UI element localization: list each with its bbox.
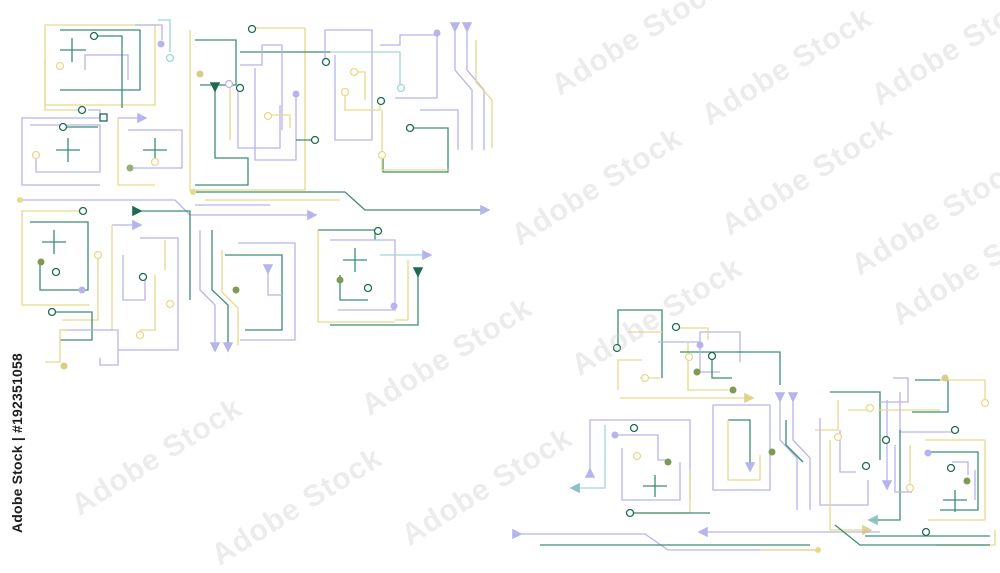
- circuit-nodes-top-left: [17, 24, 441, 370]
- circuit-cluster-bottom-right: [512, 309, 996, 551]
- stock-id-text: Adobe Stock | #192351058: [9, 353, 25, 533]
- circuit-cluster-top-left: [20, 19, 493, 366]
- circuit-nodes-bottom-right: [611, 322, 990, 553]
- stock-id-label: Adobe Stock | #192351058: [6, 323, 32, 549]
